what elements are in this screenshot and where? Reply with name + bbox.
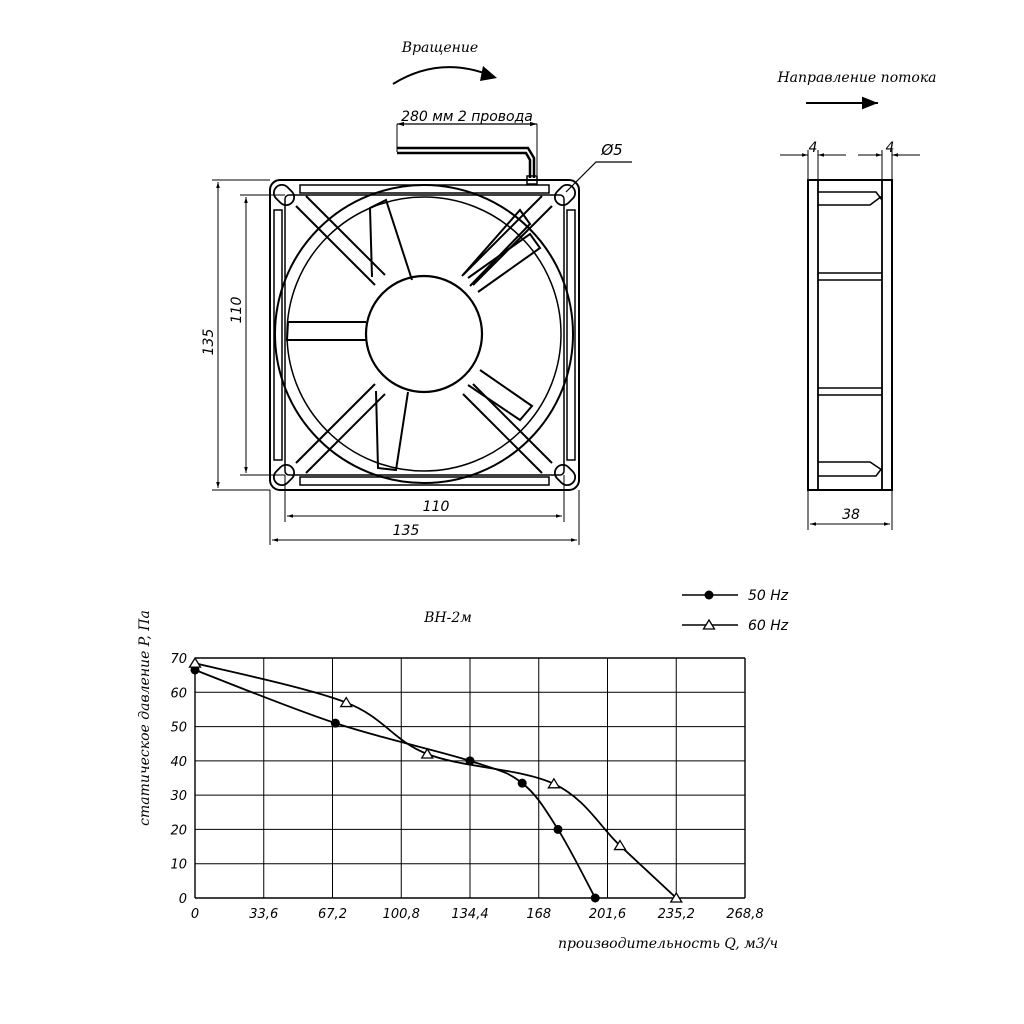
data-point-circle	[590, 893, 600, 903]
fan-wire	[397, 146, 536, 178]
x-tick-label: 235,2	[658, 907, 695, 922]
data-point-triangle	[613, 839, 627, 851]
y-tick-label: 60	[170, 686, 187, 701]
flow-direction-label: Направление потока	[776, 70, 936, 86]
y-tick-label: 40	[170, 755, 187, 770]
series-1	[188, 656, 683, 903]
hole-diameter-label: Ø5	[600, 141, 622, 159]
chart-x-axis-label: производительность Q, м3/ч	[558, 936, 778, 952]
y-tick-label: 50	[170, 721, 187, 736]
front-vertical-dimensions	[212, 179, 285, 491]
legend-label-60hz: 60 Hz	[748, 618, 789, 634]
rotation-arrow	[392, 66, 493, 85]
x-tick-label: 100,8	[383, 907, 420, 922]
data-point-triangle	[547, 777, 561, 789]
y-tick-label: 20	[170, 823, 187, 838]
legend-marker-60hz	[702, 618, 716, 630]
fan-blades	[285, 198, 542, 472]
dim-height-outer: 135	[201, 329, 217, 356]
performance-chart: ВН-2м 50 Hz 60 Hz 0 33,6 67,2 100,8 134,4 168…	[137, 588, 789, 952]
x-tick-label: 0	[191, 907, 199, 922]
dim-width-inner: 110	[423, 499, 450, 515]
fan-frame-inner	[284, 194, 565, 476]
chart-y-ticks: 0 10 20 30 40 50 60 70	[170, 652, 187, 907]
x-tick-label: 168	[526, 907, 551, 922]
mounting-holes	[272, 183, 577, 487]
series-0	[190, 665, 600, 903]
data-point-circle	[465, 756, 475, 766]
dim-width-outer: 135	[393, 523, 420, 539]
rotation-arrowhead	[480, 66, 497, 81]
chart-legend: 50 Hz 60 Hz	[682, 588, 789, 634]
x-tick-label: 33,6	[249, 907, 278, 922]
dim-side-flange-right: 4	[886, 140, 895, 156]
rotation-label: Вращение	[401, 40, 478, 56]
legend-marker-50hz	[704, 590, 714, 600]
data-point-circle	[517, 778, 527, 788]
chart-title: ВН-2м	[423, 610, 472, 626]
data-point-circle	[330, 718, 340, 728]
fan-side-view: Направление потока 4 4 38	[776, 70, 937, 530]
data-point-triangle	[420, 747, 434, 759]
fan-front-view: Вращение 280 мм 2 провода Ø5	[201, 40, 632, 545]
hole-leader-line	[565, 161, 632, 193]
dim-side-depth: 38	[842, 507, 860, 523]
wire-length-label: 280 мм 2 провода	[401, 109, 533, 125]
legend-label-50hz: 50 Hz	[748, 588, 789, 604]
venturi-ring-outer	[274, 184, 574, 484]
data-point-circle	[553, 824, 563, 834]
side-frame-outline	[807, 179, 893, 491]
front-horizontal-dimensions	[269, 475, 580, 545]
data-point-triangle	[188, 656, 202, 668]
x-tick-label: 67,2	[318, 907, 347, 922]
x-tick-label: 201,6	[589, 907, 626, 922]
y-tick-label: 30	[170, 789, 187, 804]
fan-struts	[295, 195, 553, 474]
fan-frame-outer	[269, 179, 580, 491]
y-tick-label: 0	[179, 892, 187, 907]
chart-series	[188, 656, 683, 903]
chart-x-ticks: 0 33,6 67,2 100,8 134,4 168 201,6 235,2 268,8	[191, 907, 764, 922]
dim-height-inner: 110	[229, 297, 245, 324]
fan-hub	[364, 274, 484, 394]
y-tick-label: 70	[170, 652, 187, 667]
dim-side-flange-left: 4	[809, 140, 818, 156]
data-point-triangle	[669, 891, 683, 903]
data-point-triangle	[339, 696, 353, 708]
x-tick-label: 134,4	[451, 907, 488, 922]
y-tick-label: 10	[170, 858, 187, 873]
x-tick-label: 268,8	[726, 907, 763, 922]
chart-y-axis-label: статическое давление P, Па	[137, 610, 153, 826]
chart-grid	[194, 657, 746, 899]
